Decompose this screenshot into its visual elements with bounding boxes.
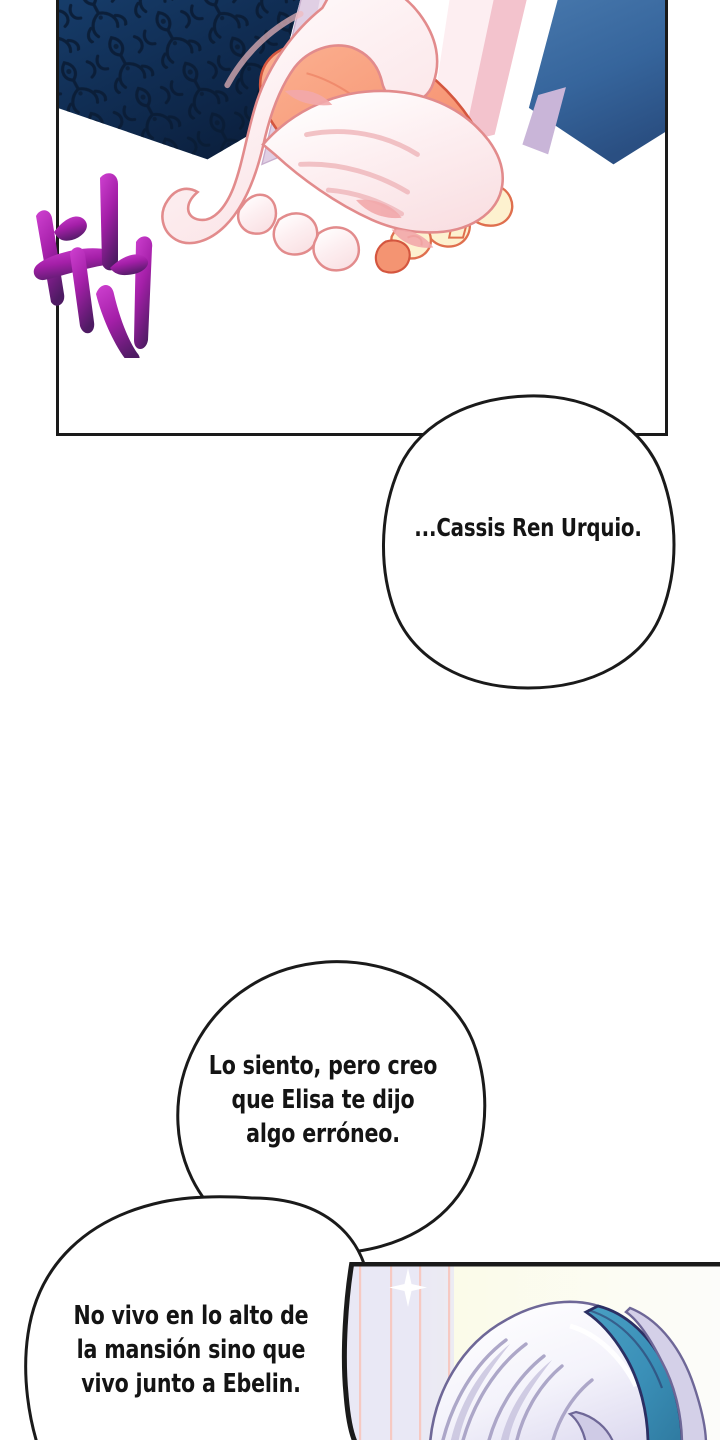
sparkle-icon xyxy=(389,1268,427,1307)
panel-white-hair xyxy=(330,1262,720,1440)
right-sleeve xyxy=(427,0,665,165)
panel-two-border-left xyxy=(341,1262,357,1440)
pale-hand xyxy=(161,0,504,272)
handshake-illustration xyxy=(59,0,665,432)
hair-ribbon xyxy=(567,1304,708,1440)
panel-handshake xyxy=(56,0,668,436)
bubble-two-label: Lo siento, pero creo que Elisa te dijo a… xyxy=(208,1051,438,1149)
background-stripes xyxy=(350,1262,454,1440)
left-sleeve xyxy=(59,0,347,166)
bubble-one-label: ...Cassis Ren Urquio. xyxy=(414,513,642,542)
bubble-three-label: No vivo en lo alto de la mansión sino qu… xyxy=(73,1301,309,1399)
white-hair-illustration xyxy=(341,1262,720,1440)
